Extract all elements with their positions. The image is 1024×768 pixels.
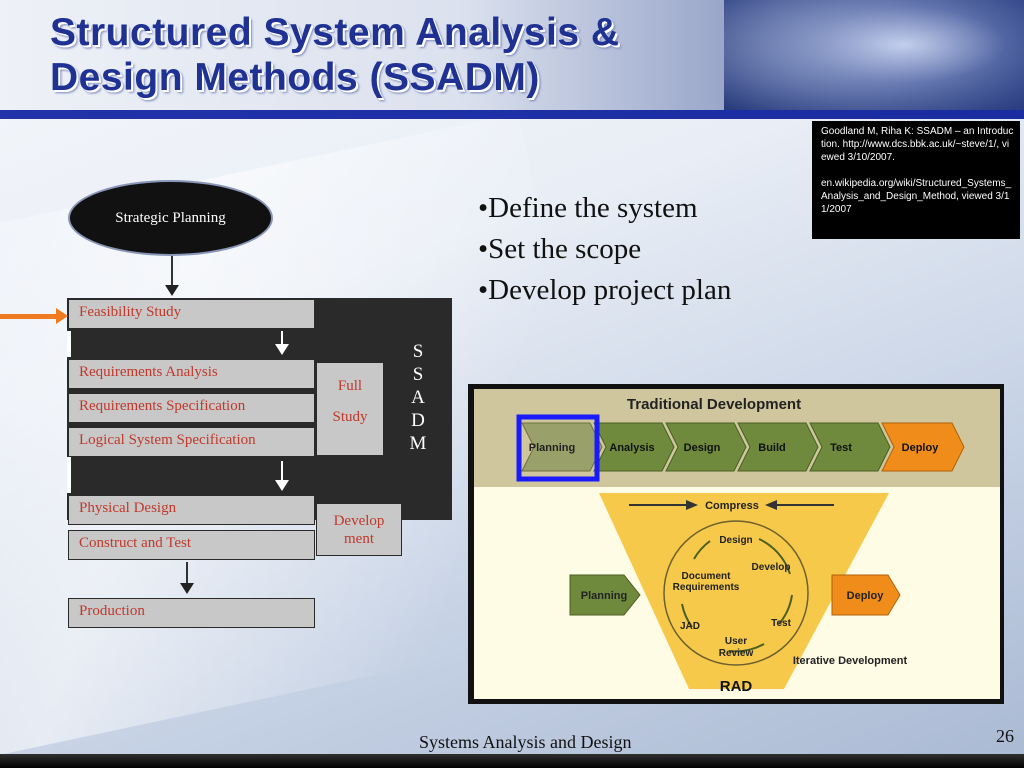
development-line-1: Develop <box>333 513 385 529</box>
cycle-review: Review <box>719 648 754 659</box>
cycle-document: Document <box>682 571 732 582</box>
compress-label: Compress <box>705 500 759 512</box>
connector-line <box>171 256 173 286</box>
cycle-arrow <box>778 594 793 625</box>
bullet-item: •Set the scope <box>478 233 642 265</box>
rad-deploy-arrow <box>831 574 901 616</box>
full-study-box: Full Study <box>316 362 384 456</box>
title-line-1: Structured System Analysis & <box>50 11 620 54</box>
chevron-planning <box>521 422 603 472</box>
compress-arrow-right-icon <box>765 500 777 510</box>
iterative-development-label: Iterative Development <box>793 655 908 667</box>
panel-gap <box>67 457 71 493</box>
title-line-2: Design Methods (SSADM) <box>50 56 540 99</box>
slide-number: 26 <box>996 726 1014 746</box>
references-box: Goodland M, Riha K: SSADM – an Introduct… <box>812 121 1020 239</box>
traditional-title: Traditional Development <box>627 396 801 413</box>
chevron-label-deploy: Deploy <box>902 442 940 454</box>
cycle-arrow <box>758 538 791 575</box>
title-bar <box>0 0 1024 112</box>
bullet-item: •Develop project plan <box>478 274 732 306</box>
rad-planning-label: Planning <box>581 590 627 602</box>
chevron-label-test: Test <box>830 442 852 454</box>
chevron-label-planning: Planning <box>529 442 575 454</box>
panel-gap <box>67 331 71 357</box>
connector-line <box>281 461 283 481</box>
footer-text: Systems Analysis and Design <box>419 732 632 752</box>
ssadm-letter: D <box>411 410 425 431</box>
down-arrow-icon <box>275 480 289 491</box>
step-requirements-analysis: Requirements Analysis <box>68 359 315 389</box>
chevron-deploy <box>881 422 965 472</box>
planning-highlight-box <box>516 414 600 482</box>
title-rule <box>0 110 1024 119</box>
chevron-design <box>665 422 747 472</box>
down-arrow-icon <box>165 285 179 296</box>
ssadm-letter: A <box>411 387 425 408</box>
connector-line <box>186 562 188 584</box>
bullet-list: •Define the system •Set the scope •Devel… <box>478 188 731 311</box>
full-study-line-1: Full <box>337 378 363 394</box>
title-swirl-decoration <box>724 0 1024 112</box>
rad-deploy-label: Deploy <box>847 590 885 602</box>
down-arrow-icon <box>180 583 194 594</box>
cycle-arrow <box>681 603 693 628</box>
reference-2: en.wikipedia.org/wiki/Structured_Systems… <box>821 178 1012 215</box>
cycle-user: User <box>725 636 747 647</box>
current-step-arrow-shaft <box>0 314 58 319</box>
down-arrow-icon <box>275 344 289 355</box>
chevron-label-build: Build <box>758 442 786 454</box>
ssadm-vertical-label: S S A D M <box>403 340 433 455</box>
current-step-arrow-icon <box>56 308 68 324</box>
reference-1: Goodland M, Riha K: SSADM – an Introduct… <box>821 126 1014 163</box>
development-box: Develop ment <box>316 503 402 556</box>
step-feasibility-study: Feasibility Study <box>68 299 315 329</box>
ssadm-letter: S <box>412 341 424 362</box>
cycle-develop: Develop <box>752 562 791 573</box>
ssadm-letter: M <box>409 433 427 454</box>
chevron-label-design: Design <box>684 442 721 454</box>
iterative-cycle <box>663 520 809 666</box>
chevron-build <box>737 422 819 472</box>
cycle-design: Design <box>719 535 752 546</box>
chevron-analysis <box>593 422 675 472</box>
compress-arrow-left-icon <box>686 500 698 510</box>
step-physical-design: Physical Design <box>68 495 315 525</box>
cycle-jad: JAD <box>680 621 700 632</box>
rad-figure: Traditional Development Planning Analysi… <box>474 389 1000 699</box>
step-production: Production <box>68 598 315 628</box>
cycle-arrow <box>728 643 765 653</box>
strategic-planning-node: Strategic Planning <box>68 180 273 256</box>
chevron-test <box>809 422 891 472</box>
cycle-requirements: Requirements <box>673 582 740 593</box>
step-logical-system-specification: Logical System Specification <box>68 427 315 457</box>
full-study-line-2: Study <box>332 409 368 425</box>
step-requirements-specification: Requirements Specification <box>68 393 315 423</box>
ssadm-letter: S <box>412 364 424 385</box>
connector-line <box>281 331 283 345</box>
footer-rule <box>0 754 1024 768</box>
rad-planning-arrow <box>569 574 641 616</box>
bullet-item: •Define the system <box>478 192 698 224</box>
rad-figure-svg: Traditional Development Planning Analysi… <box>474 389 1000 695</box>
rad-label: RAD <box>720 678 753 695</box>
cycle-test: Test <box>771 618 791 629</box>
step-construct-and-test: Construct and Test <box>68 530 315 560</box>
cycle-arrow <box>693 540 711 560</box>
development-line-2: ment <box>344 531 374 547</box>
chevron-label-analysis: Analysis <box>609 442 654 454</box>
slide-title: Structured System Analysis & Design Meth… <box>50 10 810 100</box>
